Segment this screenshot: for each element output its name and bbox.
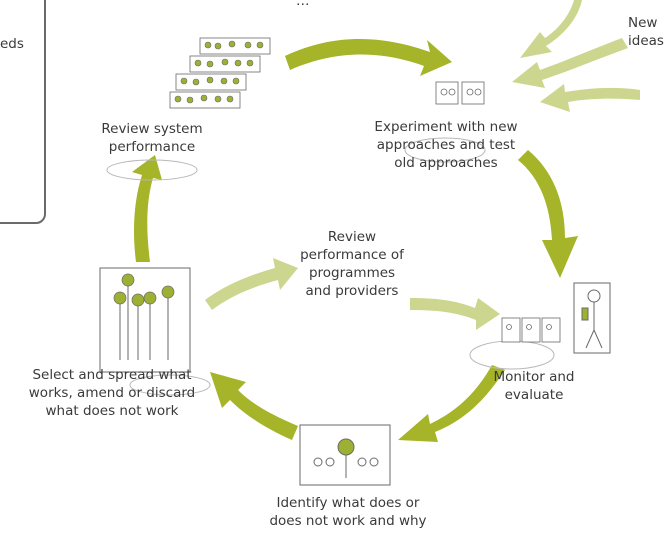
callout-text: eds [0,36,24,52]
select-plants-icon [113,273,175,307]
stage-select: Select and spread what works, amend or d… [28,367,196,419]
identify-sketch-icon [299,424,391,486]
arrow-bottom-left [210,372,298,440]
arrow-idea-3 [540,84,640,112]
arrow-left [132,155,162,262]
callout-box [0,0,46,224]
monitor-person-icon [573,282,611,354]
ellipse-experiment [404,137,486,163]
top-partial-text: … [296,0,310,9]
new-ideas-label: New ideas [628,15,664,49]
stage-review-system: Review system performance [101,121,203,155]
arrow-inner-left [205,258,298,310]
arrow-idea-1 [520,0,582,58]
stage-monitor: Monitor and evaluate [493,369,575,403]
stage-review-programmes: Review performance of programmes and pro… [300,229,404,299]
arrow-inner-right [410,298,500,330]
stage-experiment: Experiment with new approaches and test … [374,119,518,171]
review-plants-icon [174,40,264,104]
arrow-right [518,150,578,278]
experiment-pods-icon [435,81,485,105]
stage-identify: Identify what does or does not work and … [269,495,427,529]
monitor-pods-icon [501,317,561,343]
arrow-idea-2 [512,38,628,88]
ellipse-select [129,374,211,396]
ellipse-review [106,159,198,181]
arrow-top [285,38,452,76]
ellipse-monitor [469,340,555,370]
arrow-bottom-right [398,365,505,442]
select-sketch-icon [99,267,191,373]
